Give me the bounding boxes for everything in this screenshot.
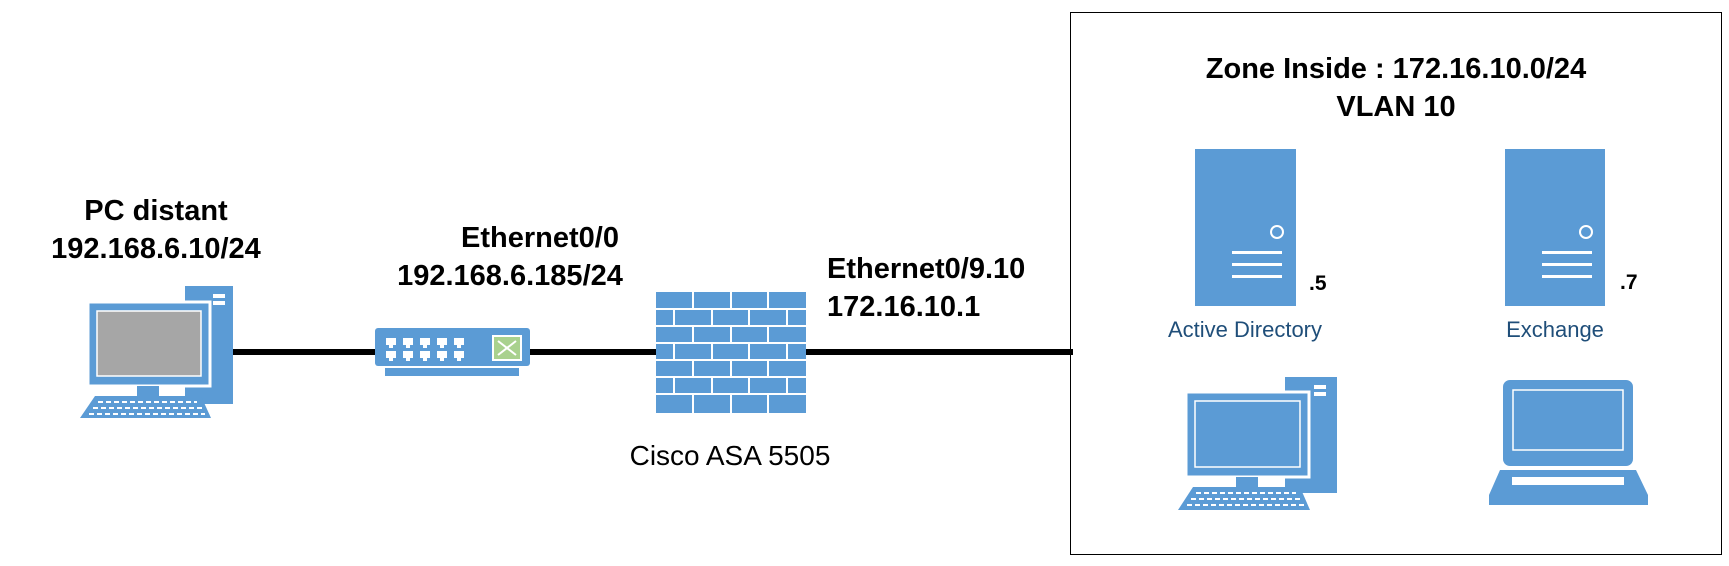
zone-title: Zone Inside : 172.16.10.0/24	[1205, 53, 1587, 85]
server-name-label: Exchange	[1506, 317, 1604, 342]
remote-pc-name: PC distant	[84, 195, 228, 227]
laptop-icon	[1489, 380, 1648, 505]
server-host-suffix: .7	[1620, 271, 1638, 294]
server-icon	[1505, 149, 1605, 306]
remote-pc-ip: 192.168.6.10/24	[51, 233, 261, 265]
inside-interface-ip: 172.16.10.1	[827, 291, 981, 323]
outside-interface-label: Ethernet0/0 192.168.6.185/24	[375, 219, 645, 295]
server-icon	[1195, 149, 1296, 306]
outside-interface-name: Ethernet0/0	[461, 222, 619, 254]
inside-interface-name: Ethernet0/9.10	[827, 253, 1026, 285]
outside-interface-ip: 192.168.6.185/24	[397, 260, 623, 292]
server-host-suffix: .5	[1309, 272, 1327, 295]
server-name-label: Active Directory	[1167, 317, 1323, 342]
inside-zone-box	[1070, 12, 1722, 555]
remote-pc-label: PC distant 192.168.6.10/24	[36, 192, 276, 268]
firewall-icon	[656, 292, 806, 413]
network-switch-icon	[375, 328, 530, 376]
zone-label: Zone Inside : 172.16.10.0/24 VLAN 10	[1100, 50, 1692, 126]
desktop-computer-icon	[1178, 377, 1337, 510]
inside-interface-label: Ethernet0/9.10 172.16.10.1	[827, 250, 1025, 326]
firewall-label: Cisco ASA 5505	[629, 440, 831, 471]
desktop-computer-icon	[80, 286, 233, 418]
zone-vlan: VLAN 10	[1336, 91, 1456, 123]
